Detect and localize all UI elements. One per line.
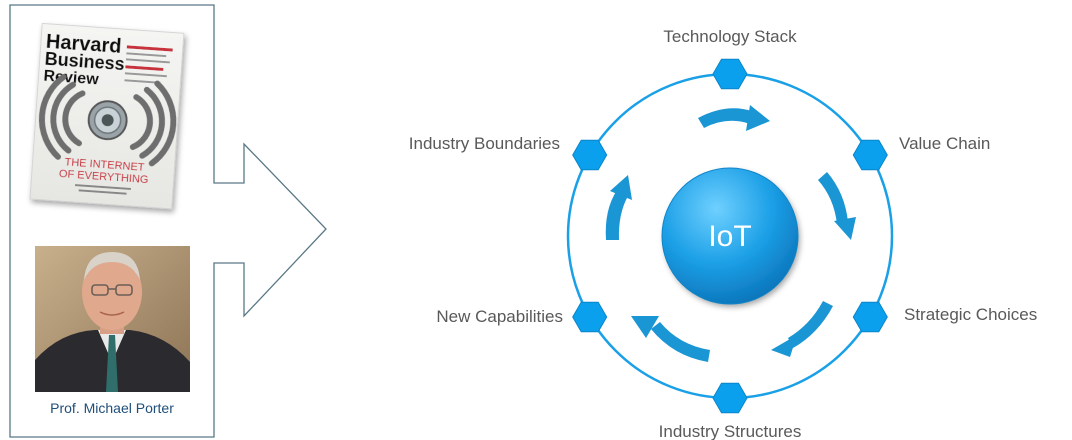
arrow-top xyxy=(698,105,770,131)
iot-hub xyxy=(661,167,799,305)
hexagon-node-industry-structures xyxy=(712,382,748,414)
node-label-strategic-choices: Strategic Choices xyxy=(904,305,1037,324)
frame-arrow-outline xyxy=(9,4,327,438)
magazine-headline-line-1: THE INTERNET xyxy=(64,156,145,174)
arrow-upper-right xyxy=(818,172,856,240)
node-label-value-chain: Value Chain xyxy=(899,134,990,153)
arrow-upper-left xyxy=(605,175,632,240)
node-label-industry-boundaries: Industry Boundaries xyxy=(409,134,560,153)
iot-hub-label: IoT xyxy=(708,220,751,253)
node-label-industry-structures: Industry Structures xyxy=(659,422,802,440)
magazine-cover: Harvard Business Review THE INTERNET OF … xyxy=(29,22,185,210)
hexagon-node-strategic-choices xyxy=(852,301,888,333)
node-label-new-capabilities: New Capabilities xyxy=(436,307,563,326)
turbine-icon xyxy=(87,100,128,141)
portrait-caption: Prof. Michael Porter xyxy=(50,400,174,416)
cycle-arrows xyxy=(605,105,856,362)
arrow-lower-right xyxy=(771,301,833,357)
hexagon-node-industry-boundaries xyxy=(572,139,608,171)
radio-waves-icon xyxy=(38,74,177,167)
magazine-title-line-1: Harvard xyxy=(45,31,122,58)
hexagon-node-new-capabilities xyxy=(572,301,608,333)
arrow-lower-left xyxy=(631,316,710,362)
hexagon-node-technology-stack xyxy=(712,58,748,90)
node-label-technology-stack: Technology Stack xyxy=(663,27,797,46)
glasses-icon xyxy=(91,284,133,296)
hexagon-node-value-chain xyxy=(852,139,888,171)
cycle-nodes xyxy=(572,58,888,414)
portrait-photo xyxy=(35,246,190,392)
